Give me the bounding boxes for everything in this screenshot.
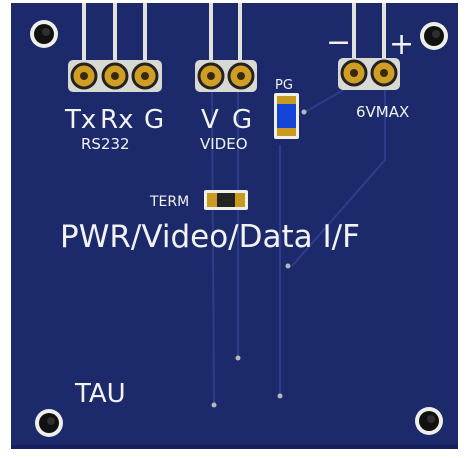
label-6vmax: 6VMAX [356, 103, 409, 121]
label-v: V [201, 105, 219, 135]
label-minus: − [326, 25, 351, 60]
header-pads-power [338, 58, 400, 90]
mounting-hole-top-right [420, 22, 448, 50]
label-g1: G [144, 105, 164, 135]
corner-label: TAU [74, 379, 126, 409]
mounting-hole-top-left [30, 20, 58, 48]
header-pins [82, 3, 386, 61]
label-g2: G [232, 105, 252, 135]
vias [211, 109, 307, 408]
label-rx: Rx [100, 105, 133, 135]
label-rs232: RS232 [81, 135, 130, 153]
label-pg: PG [275, 78, 293, 93]
main-label: PWR/Video/Data I/F [60, 219, 360, 255]
mounting-hole-bottom-right [415, 407, 443, 435]
label-video: VIDEO [200, 135, 248, 153]
header-pads-video [195, 60, 257, 92]
label-plus: + [389, 27, 414, 62]
header-pads-serial [68, 60, 162, 92]
traces [211, 84, 386, 406]
label-tx: Tx [64, 105, 96, 135]
board-bottom-edge [11, 445, 458, 449]
mounting-hole-bottom-left [35, 409, 63, 437]
mounting-holes [30, 20, 448, 437]
label-term: TERM [149, 194, 189, 210]
pg-led [274, 93, 299, 139]
term-resistor [204, 190, 248, 210]
